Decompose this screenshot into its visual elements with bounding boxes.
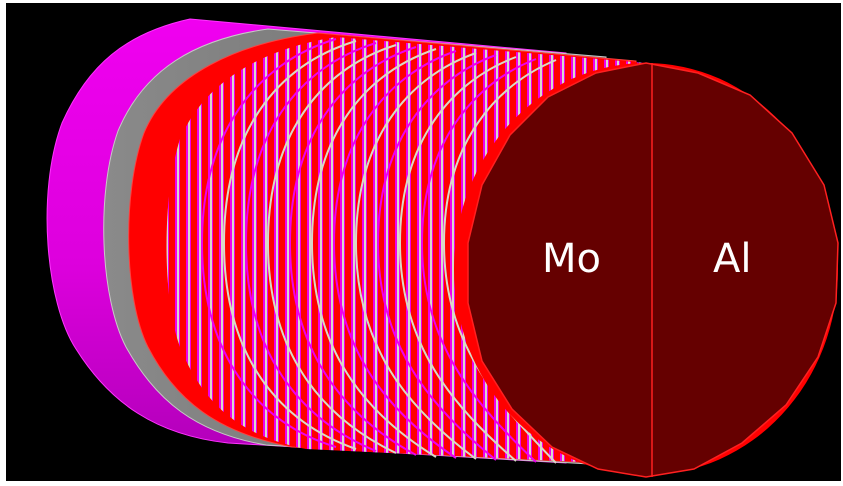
render-viewport: Mo Al	[6, 3, 841, 481]
end-face-disc	[467, 62, 839, 478]
mo-label: Mo	[542, 236, 601, 282]
al-label: Al	[713, 236, 752, 282]
cylinder-diagram	[46, 18, 839, 478]
